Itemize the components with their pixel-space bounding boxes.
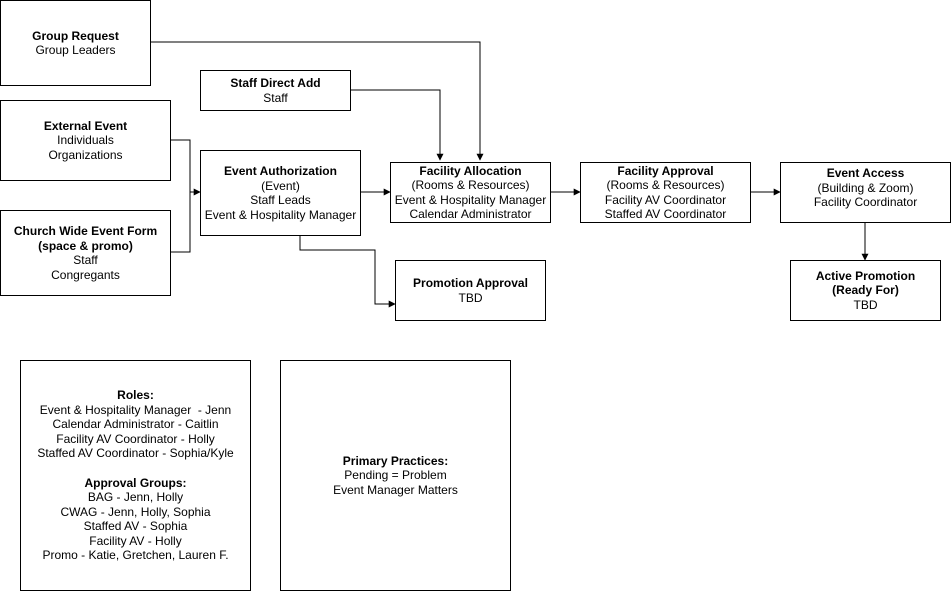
node-title: Promotion Approval: [413, 276, 528, 290]
node-staff-direct-add: Staff Direct Add Staff: [200, 70, 351, 111]
role-item: Calendar Administrator - Caitlin: [52, 417, 219, 432]
edge-staff-direct-add-to-facility-allocation: [350, 89, 444, 161]
node-line: Staff: [263, 90, 288, 105]
node-title: Event Access: [826, 166, 905, 180]
node-line: (Event): [261, 178, 300, 193]
node-title: Church Wide Event Form (space & promo): [13, 224, 158, 253]
practice-item: Event Manager Matters: [333, 482, 458, 497]
practice-item: Pending = Problem: [344, 468, 447, 483]
node-line: (Rooms & Resources): [606, 178, 725, 192]
role-item: Facility AV Coordinator - Holly: [56, 431, 215, 446]
node-promotion-approval: Promotion Approval TBD: [395, 260, 546, 321]
approval-group-item: Facility AV - Holly: [89, 533, 182, 548]
node-line: Event & Hospitality Manager: [204, 207, 357, 222]
node-line: Group Leaders: [35, 43, 116, 57]
node-line: TBD: [853, 297, 878, 312]
node-line: Facility AV Coordinator: [604, 192, 727, 207]
node-title: Facility Approval: [617, 163, 714, 178]
practices-panel: Primary Practices: Pending = Problem Eve…: [280, 360, 511, 591]
approval-group-item: BAG - Jenn, Holly: [87, 490, 184, 505]
approval-group-item: Staffed AV - Sophia: [83, 519, 188, 534]
node-title: Staff Direct Add: [230, 76, 321, 90]
edge-external-event-merge: [170, 139, 191, 253]
node-line: Individuals: [57, 133, 114, 148]
node-line: Congregants: [51, 267, 120, 282]
node-group-request: Group Request Group Leaders: [0, 0, 151, 86]
node-line: (Rooms & Resources): [411, 178, 530, 192]
approval-group-item: Promo - Katie, Gretchen, Lauren F.: [42, 548, 229, 563]
node-line: (Building & Zoom): [817, 180, 914, 195]
node-facility-approval: Facility Approval (Rooms & Resources) Fa…: [580, 162, 751, 223]
node-event-authorization: Event Authorization (Event) Staff Leads …: [200, 150, 361, 236]
node-line: Facility Coordinator: [813, 195, 918, 209]
approval-groups-title: Approval Groups:: [84, 475, 187, 490]
node-event-access: Event Access (Building & Zoom) Facility …: [780, 162, 951, 223]
node-title: External Event: [43, 118, 128, 133]
role-item: Event & Hospitality Manager - Jenn: [39, 402, 232, 417]
node-line: Calendar Administrator: [409, 207, 532, 221]
node-line: Staffed AV Coordinator: [604, 207, 727, 221]
node-title: Active Promotion (Ready For): [815, 268, 916, 298]
node-facility-allocation: Facility Allocation (Rooms & Resources) …: [390, 162, 551, 223]
node-line: Staff Leads: [250, 193, 311, 207]
node-external-event: External Event Individuals Organizations: [0, 100, 171, 181]
node-line: Event & Hospitality Manager: [394, 192, 547, 207]
edge-group-request-to-facility-allocation: [150, 41, 484, 161]
node-line: TBD: [458, 290, 483, 305]
roles-title: Roles:: [117, 388, 154, 403]
practices-title: Primary Practices:: [342, 453, 449, 468]
approval-group-item: CWAG - Jenn, Holly, Sophia: [60, 504, 211, 519]
node-title: Facility Allocation: [419, 163, 522, 178]
node-line: Staff: [73, 253, 98, 267]
role-item: Staffed AV Coordinator - Sophia/Kyle: [37, 446, 234, 461]
node-church-wide-event-form: Church Wide Event Form (space & promo) S…: [0, 210, 171, 296]
node-title: Event Authorization: [224, 164, 337, 178]
node-line: Organizations: [48, 147, 123, 162]
node-title: Group Request: [32, 28, 119, 43]
edge-event-authorization-to-promotion-approval: [299, 235, 396, 308]
roles-panel: Roles: Event & Hospitality Manager - Jen…: [20, 360, 251, 591]
node-active-promotion: Active Promotion (Ready For) TBD: [790, 260, 941, 321]
